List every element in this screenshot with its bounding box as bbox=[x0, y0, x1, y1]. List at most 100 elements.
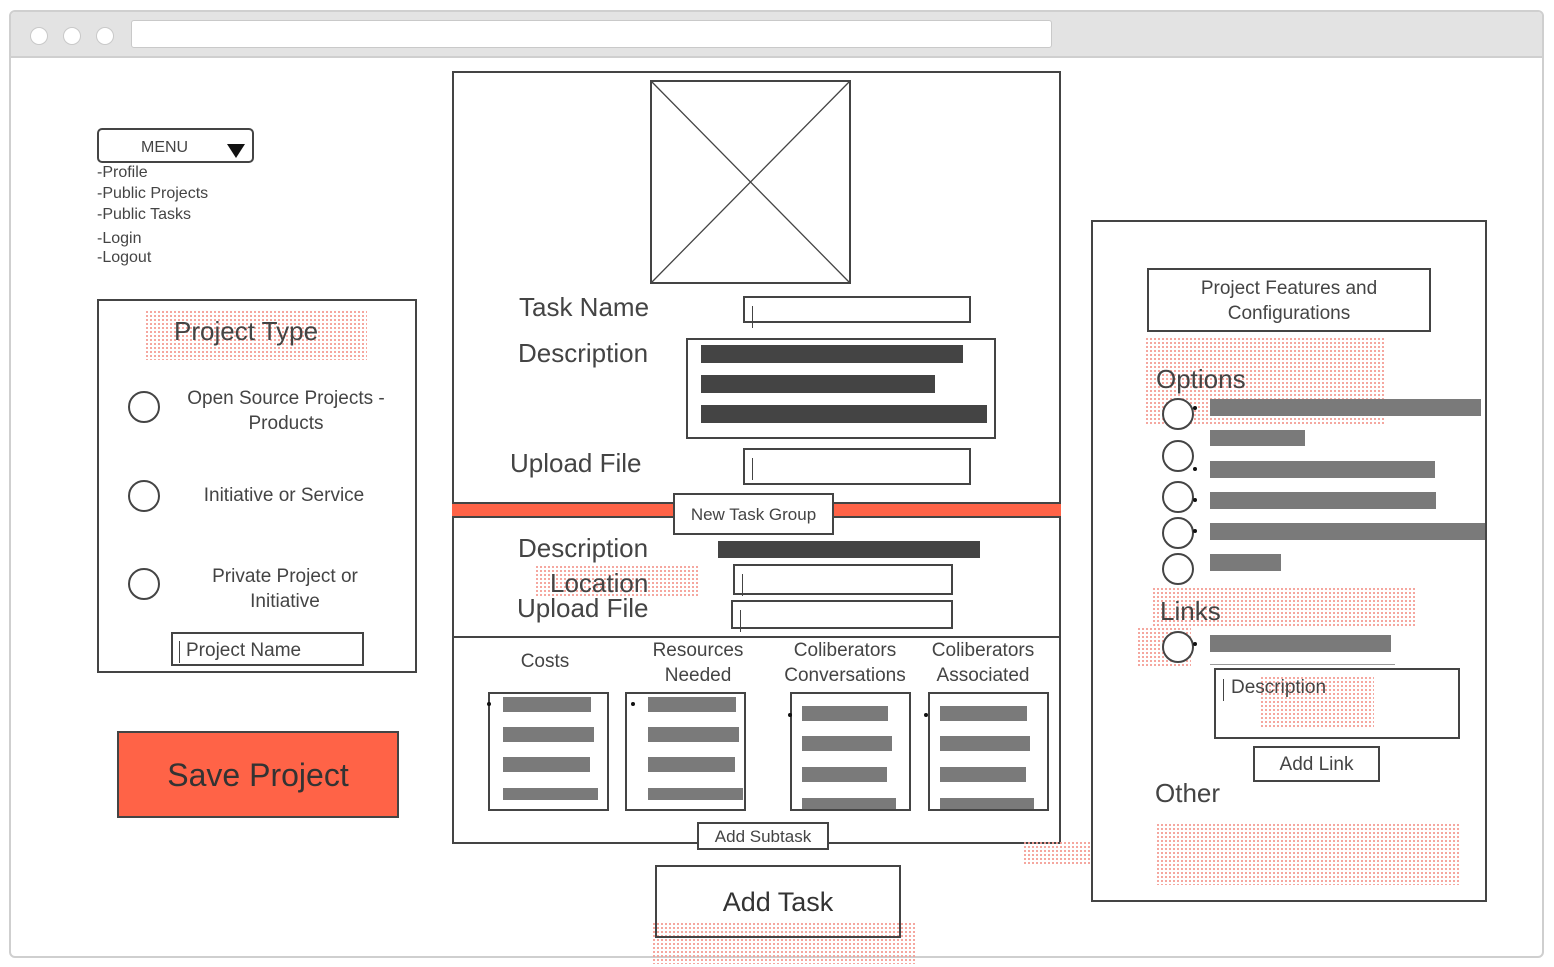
text-cursor bbox=[752, 306, 753, 328]
radio-initiative-service[interactable] bbox=[128, 480, 160, 512]
list-bullet bbox=[1193, 406, 1197, 410]
list-item bbox=[802, 706, 888, 721]
text-cursor bbox=[740, 610, 741, 632]
list-bullet bbox=[1193, 467, 1197, 471]
window-minimize-button[interactable] bbox=[63, 27, 81, 45]
option-initiative-label: Initiative or Service bbox=[203, 485, 365, 506]
option-radio-2[interactable] bbox=[1162, 440, 1194, 472]
hatch-highlight bbox=[145, 310, 367, 360]
group-upload-input[interactable] bbox=[731, 600, 953, 632]
description-label: Description bbox=[518, 338, 649, 368]
menu-item-public-projects[interactable]: -Public Projects bbox=[97, 185, 209, 202]
list-item bbox=[503, 757, 590, 772]
group-description-text bbox=[718, 541, 980, 558]
coliberators-associated-heading: Coliberators Associated bbox=[931, 640, 1035, 686]
list-bullet bbox=[1193, 498, 1197, 502]
list-bullet bbox=[924, 713, 928, 717]
hatch-highlight bbox=[1152, 587, 1417, 627]
associated-list[interactable] bbox=[924, 692, 1049, 811]
list-item bbox=[940, 798, 1034, 809]
option-text-line bbox=[1210, 430, 1305, 446]
task-name-input[interactable] bbox=[743, 296, 971, 328]
section-divider bbox=[452, 636, 1061, 638]
list-item bbox=[802, 767, 887, 782]
list-item bbox=[940, 736, 1030, 751]
coliberators-conversations-heading: Coliberators Conversations bbox=[784, 640, 906, 686]
add-link-button[interactable]: Add Link bbox=[1253, 746, 1380, 782]
list-bullet bbox=[631, 702, 635, 706]
project-type-title: Project Type bbox=[174, 316, 319, 346]
list-bullet bbox=[487, 702, 491, 706]
project-name-input[interactable]: Project Name bbox=[171, 632, 364, 666]
resources-list[interactable] bbox=[625, 692, 746, 811]
project-name-placeholder: Project Name bbox=[186, 640, 302, 661]
upload-file-input[interactable] bbox=[743, 448, 971, 485]
option-radio-4[interactable] bbox=[1162, 517, 1194, 549]
option-text-line bbox=[1210, 461, 1435, 478]
option-open-source-label: Open Source Projects - Products bbox=[187, 388, 385, 434]
features-title: Project Features and Configurations bbox=[1147, 268, 1431, 332]
description-textarea[interactable] bbox=[686, 338, 996, 439]
new-task-group-button[interactable]: New Task Group bbox=[673, 493, 834, 535]
menu-dropdown[interactable]: MENU bbox=[97, 128, 254, 163]
text-cursor bbox=[752, 458, 753, 480]
list-item bbox=[940, 767, 1026, 782]
menu-item-logout[interactable]: -Logout bbox=[97, 249, 152, 266]
list-item bbox=[503, 788, 598, 800]
text-placeholder-line bbox=[701, 375, 935, 393]
hatch-highlight bbox=[652, 922, 917, 964]
image-placeholder[interactable] bbox=[650, 80, 851, 284]
list-item bbox=[648, 697, 736, 712]
resources-heading: Resources Needed bbox=[652, 640, 744, 686]
address-bar[interactable] bbox=[131, 20, 1052, 48]
other-heading: Other bbox=[1155, 778, 1221, 808]
option-radio-5[interactable] bbox=[1162, 553, 1194, 585]
text-placeholder-line bbox=[701, 345, 963, 363]
location-label: Location bbox=[550, 568, 649, 598]
save-project-button[interactable]: Save Project bbox=[117, 731, 399, 818]
costs-list[interactable] bbox=[487, 692, 609, 811]
list-item bbox=[648, 757, 735, 772]
list-item bbox=[802, 798, 896, 809]
location-input[interactable] bbox=[733, 564, 953, 596]
text-cursor bbox=[179, 641, 180, 663]
link-underline bbox=[1210, 664, 1395, 665]
link-radio[interactable] bbox=[1162, 631, 1194, 663]
add-task-button[interactable]: Add Task bbox=[655, 865, 901, 938]
list-item bbox=[648, 727, 739, 742]
menu-item-login[interactable]: -Login bbox=[97, 230, 142, 247]
menu-item-profile[interactable]: -Profile bbox=[97, 164, 148, 181]
radio-open-source[interactable] bbox=[128, 391, 160, 423]
add-subtask-button[interactable]: Add Subtask bbox=[697, 822, 829, 850]
link-description-placeholder: Description bbox=[1231, 677, 1327, 698]
text-cursor bbox=[1223, 679, 1224, 701]
costs-heading: Costs bbox=[520, 651, 570, 672]
text-cursor bbox=[742, 574, 743, 596]
option-radio-3[interactable] bbox=[1162, 481, 1194, 513]
chevron-down-icon bbox=[227, 144, 245, 158]
links-heading: Links bbox=[1160, 596, 1221, 626]
option-text-line bbox=[1210, 554, 1281, 571]
conversations-list[interactable] bbox=[788, 692, 911, 811]
radio-private-project[interactable] bbox=[128, 568, 160, 600]
task-name-label: Task Name bbox=[519, 292, 650, 322]
link-description-input[interactable]: Description bbox=[1214, 668, 1460, 739]
window-close-button[interactable] bbox=[30, 27, 48, 45]
hatch-highlight bbox=[1156, 823, 1461, 885]
hatch-highlight bbox=[535, 565, 700, 598]
list-item bbox=[802, 736, 892, 751]
option-radio-1[interactable] bbox=[1162, 398, 1194, 430]
list-bullet bbox=[788, 713, 792, 717]
window-maximize-button[interactable] bbox=[96, 27, 114, 45]
upload-file-label: Upload File bbox=[510, 448, 642, 478]
list-bullet bbox=[1193, 529, 1197, 533]
option-private-label: Private Project or Initiative bbox=[212, 566, 358, 612]
link-text-line bbox=[1210, 635, 1391, 652]
menu-label: MENU bbox=[141, 139, 189, 156]
list-item bbox=[648, 788, 743, 800]
list-bullet bbox=[1193, 642, 1197, 646]
option-text-line bbox=[1210, 492, 1436, 509]
text-placeholder-line bbox=[701, 405, 987, 423]
list-item bbox=[503, 697, 591, 712]
menu-item-public-tasks[interactable]: -Public Tasks bbox=[97, 206, 191, 223]
